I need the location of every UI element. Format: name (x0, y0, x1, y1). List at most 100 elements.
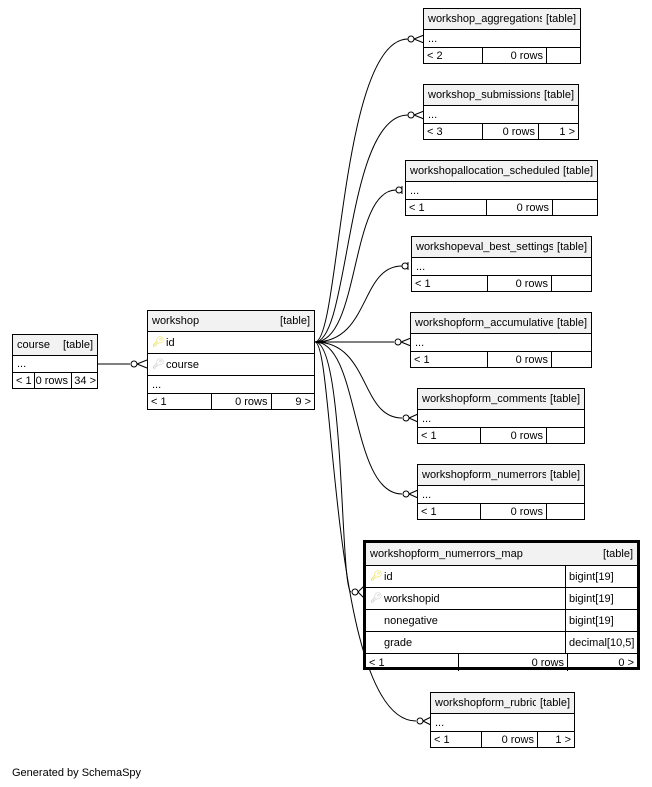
column-type: bigint[19] (565, 566, 637, 587)
columns-ellipsis: ... (418, 410, 584, 428)
parents-count: < 1 (421, 429, 437, 442)
generated-by-footer: Generated by SchemaSpy (12, 767, 142, 779)
primary-key-icon: 🔑︎ (370, 571, 383, 582)
table-workshopeval-best-settings[interactable]: workshopeval_best_settings [table] ... <… (411, 236, 592, 292)
table-type: [table] (550, 469, 580, 481)
table-workshop-submissions[interactable]: workshop_submissions [table] ... < 3 0 r… (423, 84, 579, 140)
row-count: 0 rows (458, 654, 567, 671)
column-row: 🔑︎id bigint[19] (366, 566, 637, 588)
row-count: 0 rows (211, 394, 270, 409)
row-count: 0 rows (487, 352, 551, 367)
parents-count: < 1 (421, 505, 437, 518)
table-workshopform-accumulative[interactable]: workshopform_accumulative [table] ... < … (410, 312, 592, 368)
column-row: 🔑︎workshopid bigint[19] (366, 588, 637, 610)
table-name: workshop_submissions (428, 89, 541, 101)
columns-ellipsis: ... (13, 356, 97, 373)
parents-count: < 1 (16, 375, 32, 387)
table-name: workshop_aggregations (428, 13, 543, 25)
table-name: course (17, 339, 51, 351)
table-workshop[interactable]: workshop [table] 🔑︎ id 🔑︎ course ... < 1… (147, 310, 315, 410)
children-count (552, 200, 597, 215)
columns-ellipsis: ... (406, 182, 597, 200)
columns-ellipsis: ... (412, 258, 591, 276)
children-count (546, 428, 584, 443)
table-name: workshopallocation_scheduled (410, 165, 560, 177)
table-name: workshop (152, 315, 200, 327)
columns-ellipsis: ... (148, 376, 314, 394)
row-count: 0 rows (482, 48, 546, 63)
parents-count: < 2 (427, 49, 443, 62)
column-row: 🔑︎ course (148, 354, 314, 376)
primary-key-icon: 🔑︎ (152, 337, 165, 348)
table-workshopform-numerrors-map[interactable]: workshopform_numerrors_map [table] 🔑︎id … (363, 540, 640, 671)
table-workshopform-numerrors[interactable]: workshopform_numerrors [table] ... < 1 0… (417, 464, 585, 520)
children-count (551, 276, 591, 291)
column-type: decimal[10,5] (565, 632, 637, 653)
column-name: nonegative (384, 614, 438, 627)
edge-numerrors (314, 341, 403, 495)
children-count: 1 > (538, 124, 578, 139)
column-name: workshopid (384, 592, 440, 605)
column-name: course (166, 358, 200, 371)
table-workshop-aggregations[interactable]: workshop_aggregations [table] ... < 2 0 … (423, 8, 581, 64)
column-row: 🔑︎ id (148, 332, 314, 354)
children-count (546, 504, 584, 519)
edge-marker (130, 360, 138, 368)
table-type: [table] (603, 548, 633, 560)
row-count: 0 rows (480, 428, 546, 443)
table-type: [table] (550, 393, 580, 405)
parents-count: < 1 (151, 395, 167, 408)
table-workshopallocation-scheduled[interactable]: workshopallocation_scheduled [table] ...… (405, 160, 598, 216)
column-type: bigint[19] (565, 610, 637, 631)
table-workshopform-comments[interactable]: workshopform_comments [table] ... < 1 0 … (417, 388, 585, 444)
children-count: 9 > (270, 394, 315, 409)
row-count: 0 rows (480, 504, 546, 519)
row-count: 0 rows (481, 732, 537, 747)
children-count: 0 > (567, 654, 637, 671)
table-name: workshopeval_best_settings (416, 241, 554, 253)
parents-count: < 1 (434, 733, 450, 746)
parents-count: < 3 (427, 125, 443, 138)
columns-ellipsis: ... (418, 486, 584, 504)
table-name: workshopform_comments (422, 393, 547, 405)
children-count (551, 352, 591, 367)
children-count: 1 > (537, 732, 574, 747)
column-type: bigint[19] (565, 588, 637, 609)
table-name: workshopform_numerrors (422, 469, 547, 481)
row-count: 0 rows (34, 373, 71, 389)
table-type: [table] (557, 317, 587, 329)
columns-ellipsis: ... (431, 714, 574, 732)
table-type: [table] (563, 165, 593, 177)
row-count: 0 rows (486, 200, 552, 215)
table-type: [table] (557, 241, 587, 253)
parents-count: < 1 (415, 277, 431, 290)
column-name: id (166, 336, 175, 349)
parents-count: < 1 (414, 353, 430, 366)
column-row: grade decimal[10,5] (366, 632, 637, 654)
foreign-key-icon: 🔑︎ (370, 593, 383, 604)
edge-submissions (314, 114, 409, 343)
table-type: [table] (540, 697, 570, 709)
parents-count: < 1 (369, 656, 385, 669)
table-name: workshopform_numerrors_map (370, 548, 523, 560)
table-type: [table] (280, 315, 310, 327)
edge-evalbest (314, 265, 403, 343)
edge-rubric (314, 341, 417, 722)
row-count: 0 rows (482, 124, 538, 139)
columns-ellipsis: ... (424, 30, 580, 48)
table-course[interactable]: course [table] ... < 1 0 rows 34 > (12, 334, 98, 389)
column-row: nonegative bigint[19] (366, 610, 637, 632)
foreign-key-icon: 🔑︎ (152, 359, 165, 370)
table-workshopform-rubric[interactable]: workshopform_rubric [table] ... < 1 0 ro… (430, 692, 575, 748)
columns-ellipsis: ... (411, 334, 591, 352)
table-type: [table] (63, 339, 93, 351)
column-name: id (384, 570, 393, 583)
table-name: workshopform_accumulative (415, 317, 554, 329)
edge-allocation (314, 189, 397, 343)
columns-ellipsis: ... (424, 106, 578, 124)
edge-comments (314, 341, 403, 419)
children-count: 34 > (71, 373, 97, 389)
row-count: 0 rows (487, 276, 551, 291)
children-count (546, 48, 580, 63)
